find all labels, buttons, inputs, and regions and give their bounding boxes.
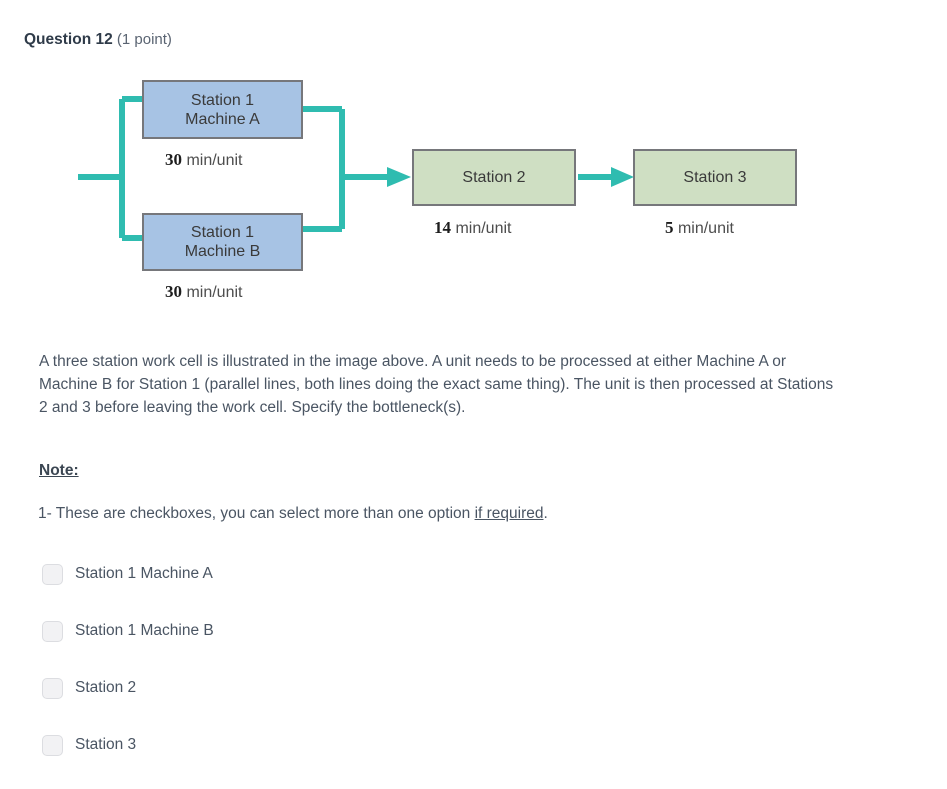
checkbox-station2[interactable]: [42, 677, 63, 699]
arrow-head-to-station3: [611, 167, 634, 187]
node-station3: Station 3: [633, 149, 797, 206]
note-heading: Note:: [39, 462, 79, 479]
diagram-connectors: [78, 96, 634, 241]
option-label-station3: Station 3: [75, 736, 137, 753]
rate-value-station2: 14: [434, 218, 451, 237]
node-label-line1: Station 2: [462, 169, 526, 186]
option-row-station3[interactable]: Station 3: [42, 732, 542, 758]
rate-label-station3: 5 min/unit: [665, 218, 734, 238]
rate-unit-machine-b: min/unit: [186, 284, 243, 301]
answer-options-list: Station 1 Machine A Station 1 Machine B …: [42, 561, 542, 789]
node-station1-machine-b: Station 1 Machine B: [142, 213, 303, 271]
rate-value-machine-a: 30: [165, 150, 182, 169]
node-label-line2: Machine A: [185, 110, 260, 128]
rate-label-machine-a: 30 min/unit: [165, 150, 242, 170]
rate-unit-station3: min/unit: [677, 220, 734, 237]
question-header: Question 12 (1 point): [24, 30, 172, 50]
checkbox-station1-machine-a[interactable]: [42, 563, 63, 585]
note-line-prefix: 1- These are checkboxes, you can select …: [38, 505, 475, 522]
process-flow-diagram: Station 1 Machine A 30 min/unit Station …: [0, 60, 947, 320]
rate-unit-station2: min/unit: [455, 220, 512, 237]
option-label-station1-machine-a: Station 1 Machine A: [75, 565, 213, 582]
option-label-station1-machine-b: Station 1 Machine B: [75, 622, 214, 639]
rate-value-station3: 5: [665, 218, 674, 237]
question-points: (1 point): [116, 31, 172, 48]
prompt-paragraph: A three station work cell is illustrated…: [39, 353, 834, 416]
node-label-line1: Station 3: [683, 169, 747, 186]
option-row-station2[interactable]: Station 2: [42, 675, 542, 701]
note-line-emphasis: if required: [474, 505, 544, 522]
rate-value-machine-b: 30: [165, 282, 182, 301]
rate-label-machine-b: 30 min/unit: [165, 282, 242, 302]
rate-label-station2: 14 min/unit: [434, 218, 511, 238]
node-label-line1: Station 1: [190, 224, 255, 241]
checkbox-station3[interactable]: [42, 734, 63, 756]
rate-unit-machine-a: min/unit: [186, 152, 243, 169]
note-line-suffix: .: [543, 505, 548, 522]
option-row-station1-machine-a[interactable]: Station 1 Machine A: [42, 561, 542, 587]
note-line: 1- These are checkboxes, you can select …: [38, 505, 548, 523]
arrow-head-to-station2: [387, 167, 411, 187]
option-row-station1-machine-b[interactable]: Station 1 Machine B: [42, 618, 542, 644]
node-station1-machine-a: Station 1 Machine A: [142, 80, 303, 139]
node-station2: Station 2: [412, 149, 576, 206]
option-label-station2: Station 2: [75, 679, 137, 696]
checkbox-station1-machine-b[interactable]: [42, 620, 63, 642]
question-number: Question 12: [24, 31, 113, 48]
node-label-line2: Machine B: [184, 243, 261, 260]
node-label-line1: Station 1: [190, 91, 255, 109]
